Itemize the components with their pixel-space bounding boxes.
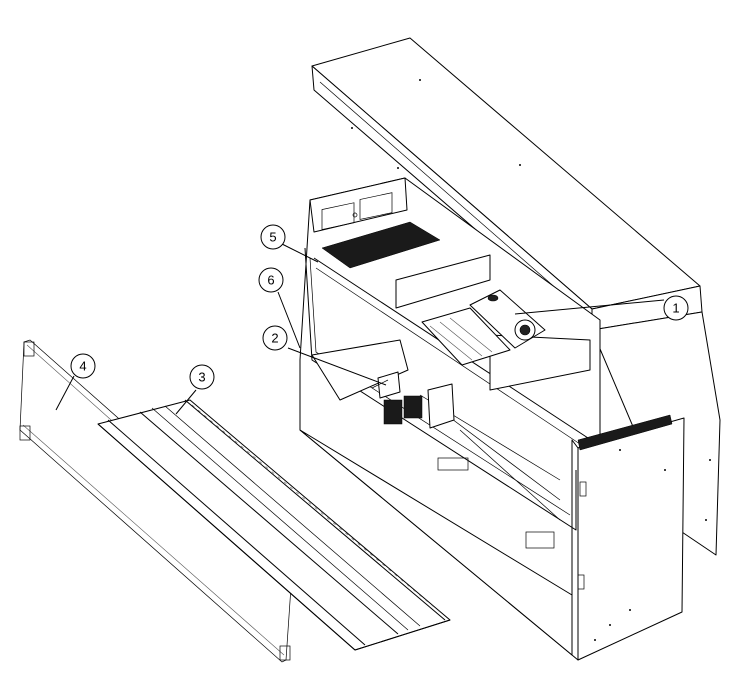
bottom-tray-assembly	[97, 399, 451, 651]
callout-3: 3	[189, 364, 215, 390]
callout-5-label: 5	[269, 230, 276, 245]
callout-1: 1	[663, 295, 689, 321]
callout-2: 2	[262, 325, 288, 351]
callout-4: 4	[70, 353, 96, 379]
callout-3-label: 3	[198, 370, 205, 385]
callout-4-label: 4	[79, 359, 86, 374]
callout-1-label: 1	[672, 301, 679, 316]
callout-6: 6	[258, 267, 284, 293]
callout-5: 5	[260, 224, 286, 250]
callout-2-label: 2	[271, 331, 278, 346]
cabinet-body	[299, 177, 685, 661]
callout-6-label: 6	[267, 273, 274, 288]
leader-lines	[55, 243, 665, 415]
